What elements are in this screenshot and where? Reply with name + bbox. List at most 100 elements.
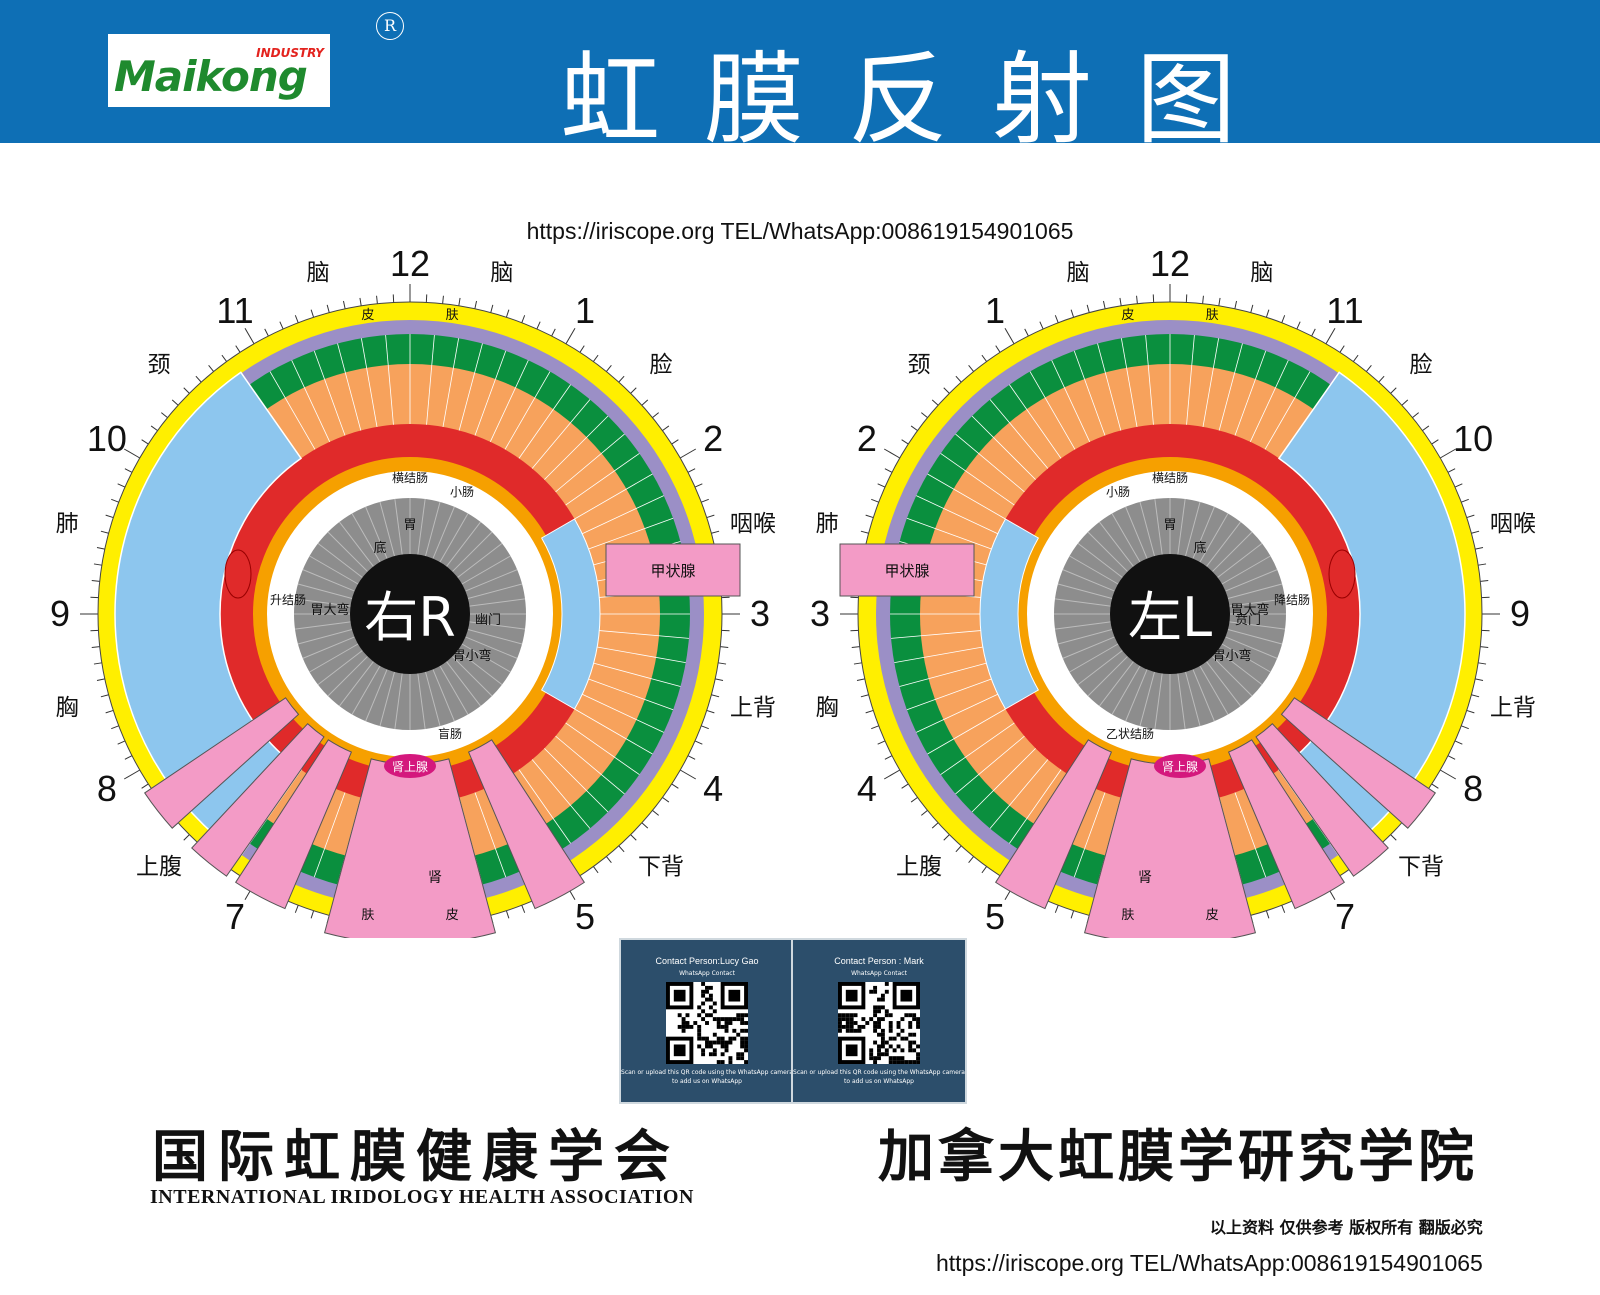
zone-divider [489, 360, 529, 442]
thyroid-zone [605, 543, 741, 597]
stomach-divider [1069, 643, 1119, 673]
clock-tick [1218, 297, 1221, 306]
qr-module [900, 1056, 905, 1061]
qr-module [697, 1036, 702, 1041]
clock-hour-label: 8 [97, 768, 117, 809]
clock-tick [931, 822, 939, 829]
clock-tick [1234, 300, 1238, 309]
clock-tick [1086, 304, 1090, 313]
clock-tick [662, 796, 670, 803]
clock-tick [1478, 662, 1487, 665]
clock-tick [1466, 709, 1475, 714]
stomach-divider [351, 513, 381, 563]
qr-module [744, 1048, 748, 1053]
qr-module [732, 1028, 737, 1033]
zone-divider [426, 335, 435, 425]
stomach-zone-label: 胃小弯 [452, 648, 491, 664]
stomach-divider [1057, 629, 1113, 645]
zone-divider [588, 517, 674, 550]
clock-tick [943, 834, 950, 841]
qr-module [716, 1017, 721, 1022]
adrenal-label: 肾上腺 [1162, 760, 1198, 774]
qr-module [880, 1052, 885, 1057]
qr-module [697, 1044, 702, 1049]
stomach-divider [432, 506, 455, 559]
stomach-divider [1221, 643, 1271, 673]
zone-divider [927, 708, 1006, 755]
clock-tick [706, 514, 715, 519]
clock-tick [871, 725, 879, 730]
qr-module [877, 1021, 881, 1025]
clock-hour-label: 3 [750, 593, 770, 634]
qr-module [740, 1056, 745, 1061]
pupil-label: 右R [364, 586, 456, 649]
stomach-divider [457, 650, 503, 686]
maikong-logo: Maikong INDUSTRY [108, 34, 330, 107]
clock-tick [579, 345, 585, 353]
clock-tick [93, 662, 102, 665]
clock-tick [294, 315, 299, 323]
qr-module [853, 1013, 858, 1018]
zone-divider [574, 708, 653, 755]
qr-code-icon[interactable] [666, 982, 748, 1064]
qr-module [685, 1021, 690, 1025]
org-right-chinese: 加拿大虹膜学研究学院 [878, 1124, 1478, 1190]
qr-code-icon[interactable] [838, 982, 920, 1064]
stomach-divider [1154, 673, 1163, 730]
clock-tick [160, 412, 168, 419]
clock-tick [1447, 755, 1456, 760]
clock-tick [1454, 483, 1463, 488]
clock-tick [884, 755, 893, 760]
clock-tick [105, 709, 114, 714]
clock-tick [376, 295, 378, 304]
zone-divider [582, 495, 664, 535]
qr-module [705, 1044, 709, 1049]
qr-module [740, 1017, 745, 1022]
left-iris-chart: 左L甲状腺肾上腺肾胃底胃大弯贲门胃小弯横结肠小肠降结肠乙状结肠121234567… [810, 243, 1536, 938]
qr-module [888, 1013, 893, 1018]
stomach-divider [446, 661, 482, 707]
zone-divider [916, 693, 998, 733]
heart-blob [224, 549, 252, 599]
clock-tick [1471, 694, 1480, 698]
stomach-divider [469, 621, 526, 630]
qr-module [689, 1024, 694, 1029]
clock-tick [1250, 304, 1254, 313]
stomach-divider [1098, 661, 1134, 707]
clock-tick [124, 755, 133, 760]
clock-tick [123, 448, 141, 459]
qr-module [873, 1013, 878, 1018]
qr-module [916, 1024, 920, 1029]
qr-module [880, 1005, 885, 1010]
skin-ring-label: 肤 [1206, 308, 1219, 323]
qr-module [720, 1017, 725, 1022]
qr-module [701, 1001, 706, 1006]
qr-card-lucy[interactable]: Contact Person:Lucy Gao WhatsApp Contact… [619, 938, 795, 1104]
zone-divider [894, 646, 983, 664]
clock-tick [605, 856, 612, 864]
zone-divider [360, 338, 378, 427]
clock-tick [342, 300, 346, 309]
clock-tick [490, 304, 494, 313]
zone-divider [1073, 350, 1106, 436]
stomach-divider [417, 673, 426, 730]
qr-module [916, 1017, 920, 1022]
intestine-label: 小肠 [450, 485, 474, 499]
clock-hour-label: 10 [1453, 418, 1493, 459]
qr-card-mark[interactable]: Contact Person : Mark WhatsApp Contact S… [791, 938, 967, 1104]
qr-module [877, 1032, 881, 1037]
qr-module [896, 1024, 901, 1029]
stomach-divider [467, 629, 523, 645]
qr-module [888, 1044, 893, 1049]
qr-module [740, 1013, 745, 1018]
qr-module [736, 1056, 741, 1061]
stomach-divider [1062, 569, 1115, 592]
clock-tick [1475, 678, 1484, 682]
adrenal-blob [384, 754, 436, 778]
clock-tick [652, 412, 660, 419]
qr-module [869, 1048, 874, 1053]
qr-module [896, 1021, 901, 1025]
clock-tick [1390, 834, 1397, 841]
clock-tick [93, 563, 102, 566]
stomach-divider [1225, 636, 1278, 659]
